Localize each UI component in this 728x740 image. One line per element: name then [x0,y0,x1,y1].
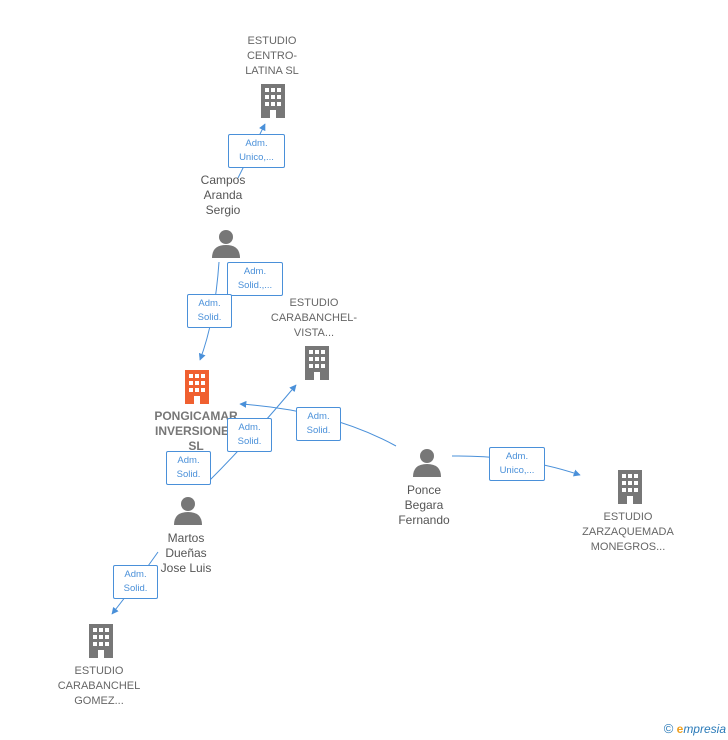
edge-label-martos-to-vista[interactable]: Adm. Solid. [227,418,272,452]
building-icon [261,84,285,118]
edge-label-ponce-to-pongicamar[interactable]: Adm. Solid. [296,407,341,441]
building-icon [89,624,113,658]
building-icon [305,346,329,380]
edge-label-campos-to-pongicamar-solid2[interactable]: Adm. Solid. [187,294,232,328]
edge-label-campos-to-pongicamar-solid1[interactable]: Adm. Solid.,... [227,262,283,296]
person-label-martos-duenas-jose-luis[interactable]: Martos Dueñas Jose Luis [160,531,212,575]
edge-label-martos-to-pongicamar[interactable]: Adm. Solid. [166,451,211,485]
edge-label-martos-to-gomez[interactable]: Adm. Solid. [113,565,158,599]
brand-footer[interactable]: © empresia [664,721,726,736]
company-label-estudio-zarzaquemada[interactable]: ESTUDIO ZARZAQUEMADA MONEGROS... [582,511,674,553]
person-label-campos-aranda-sergio[interactable]: Campos Aranda Sergio [200,173,246,217]
brand-logo-text: mpresia [683,722,726,736]
copyright-symbol: © [663,721,674,736]
person-icon [174,497,202,525]
brand-logo-initial: e [676,722,684,736]
person-icon [413,449,441,477]
company-label-estudio-carabanchel-gomez[interactable]: ESTUDIO CARABANCHEL GOMEZ... [57,665,141,707]
edge-label-campos-to-centro[interactable]: Adm. Unico,... [228,134,285,168]
person-label-ponce-begara-fernando[interactable]: Ponce Begara Fernando [398,483,450,527]
edge-label-ponce-to-zarzaquemada[interactable]: Adm. Unico,... [489,447,545,481]
company-label-estudio-carabanchel-vista[interactable]: ESTUDIO CARABANCHEL- VISTA... [270,297,358,339]
building-icon [618,470,642,504]
company-label-pongicamar[interactable]: PONGICAMAR INVERSIONES SL [154,409,238,453]
company-label-estudio-centro-latina[interactable]: ESTUDIO CENTRO- LATINA SL [245,35,299,77]
person-icon [212,230,240,258]
main-building-icon [185,370,209,404]
